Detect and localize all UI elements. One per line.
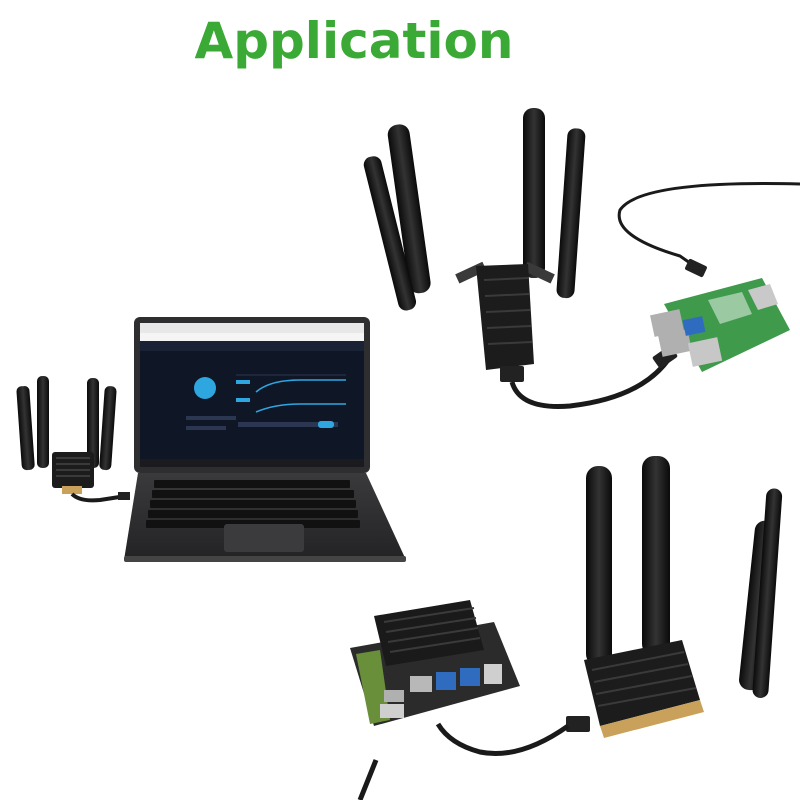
raspberry-pi-board — [650, 278, 790, 372]
laptop — [124, 317, 406, 562]
pi-power-cable — [617, 182, 800, 272]
speed-gauge — [194, 377, 216, 399]
pi-usb-cable — [509, 358, 671, 409]
jetson-usb-cable — [435, 722, 570, 757]
pi-modem-antennas — [363, 108, 586, 311]
laptop-usb-cable — [70, 492, 127, 503]
laptop-modem-heatsink — [52, 452, 94, 494]
laptop-modem-antennas — [16, 376, 117, 471]
pi-modem-heatsink — [476, 264, 534, 382]
jetson-nano-scene — [350, 456, 783, 800]
laptop-scene — [16, 317, 406, 562]
page-title: Application — [194, 12, 514, 70]
jetson-nano-board — [350, 600, 520, 726]
laptop-keyboard — [146, 480, 360, 528]
raspberry-pi-scene — [363, 108, 800, 409]
laptop-touchpad — [224, 524, 304, 552]
jetson-modem-antennas — [586, 456, 783, 699]
jetson-modem-heatsink — [566, 640, 704, 738]
